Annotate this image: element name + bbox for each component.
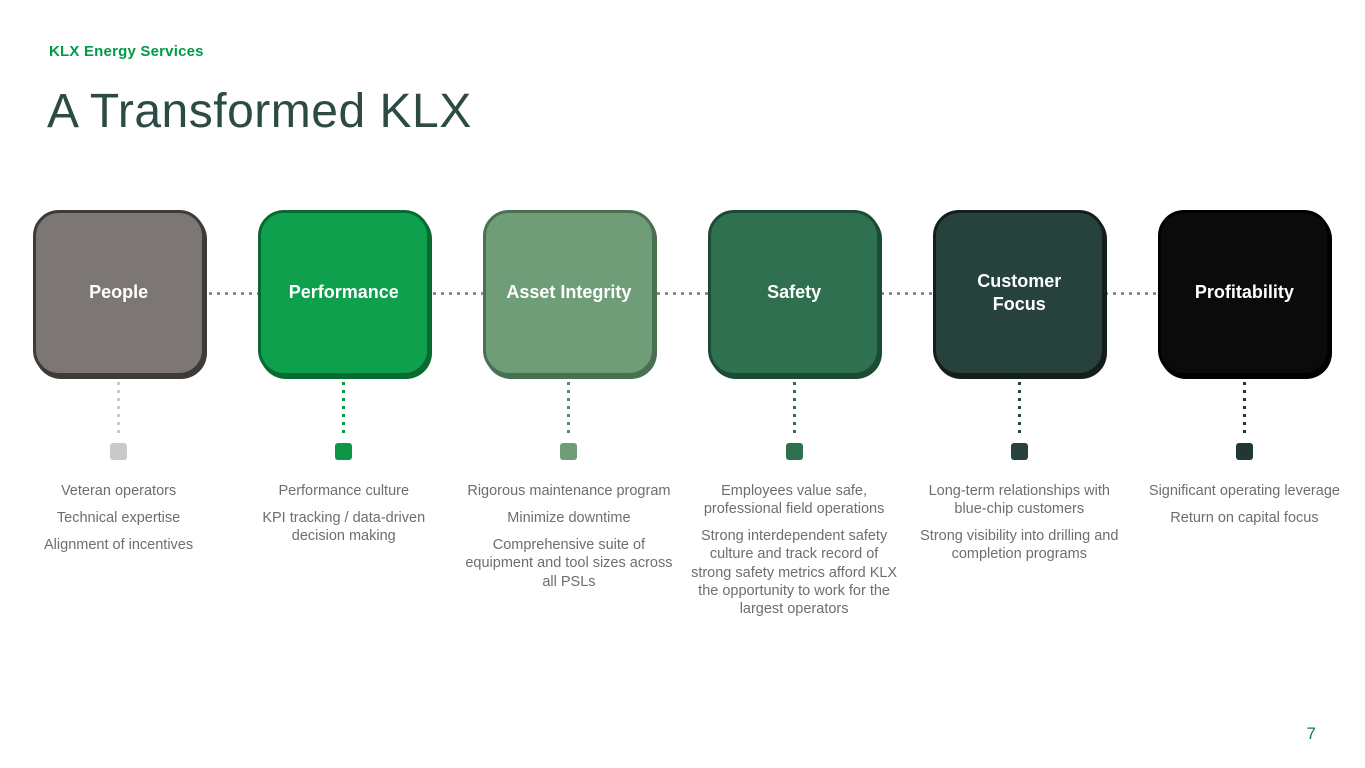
marker-square-people	[110, 443, 128, 460]
box-performance: Performance	[257, 210, 430, 376]
bullet-item: Strong interdependent safety culture and…	[691, 528, 898, 617]
bullet-item: KPI tracking / data-driven decision maki…	[262, 510, 426, 545]
marker-square-asset-integrity	[560, 443, 578, 460]
box-label-safety: Safety	[767, 282, 822, 303]
bullet-item: Strong visibility into drilling and comp…	[920, 528, 1119, 563]
dotted-drop-line-profitability	[1242, 382, 1246, 438]
page-number: 7	[1306, 724, 1316, 743]
marker-square-customer-focus	[1010, 443, 1028, 460]
box-label-performance: Performance	[288, 282, 399, 303]
dotted-drop-line-customer-focus	[1017, 382, 1021, 438]
bullet-item: Comprehensive suite of equipment and too…	[465, 537, 673, 590]
box-label-profitability: Profitability	[1194, 282, 1294, 303]
bullet-item: Long-term relationships with blue-chip c…	[928, 483, 1110, 518]
bullet-item: Technical expertise	[56, 510, 181, 527]
dotted-drop-line-safety	[792, 382, 796, 438]
dotted-drop-line-asset-integrity	[567, 382, 571, 438]
box-asset-integrity: Asset Integrity	[482, 210, 655, 376]
bullet-item: Performance culture	[278, 483, 410, 499]
page-title: A Transformed KLX	[47, 85, 472, 138]
bullets-safety: Employees value safe, professional field…	[688, 482, 900, 627]
bullet-item: Significant operating leverage	[1148, 483, 1340, 499]
box-label-customer-focus: Customer Focus	[977, 270, 1062, 314]
box-safety: Safety	[708, 210, 881, 376]
box-customer-focus: Customer Focus	[933, 210, 1106, 376]
box-label-people: People	[89, 282, 149, 303]
marker-square-safety	[785, 443, 803, 460]
box-people: People	[32, 210, 205, 376]
dotted-connector-line	[121, 292, 1242, 295]
box-profitability: Profitability	[1158, 210, 1331, 376]
marker-square-profitability	[1235, 443, 1253, 460]
bullet-item: Return on capital focus	[1170, 510, 1319, 527]
box-label-asset-integrity: Asset Integrity	[506, 282, 632, 303]
bullet-item: Employees value safe, professional field…	[703, 483, 885, 518]
bullet-item: Minimize downtime	[507, 510, 631, 527]
bullets-customer-focus: Long-term relationships with blue-chip c…	[913, 482, 1125, 573]
marker-square-performance	[335, 443, 353, 460]
brand-label: KLX Energy Services	[49, 43, 204, 60]
bullet-item: Rigorous maintenance program	[467, 483, 671, 499]
bullet-item: Veteran operators	[60, 483, 177, 499]
dotted-drop-line-people	[117, 382, 121, 438]
bullet-item: Alignment of incentives	[44, 537, 194, 554]
dotted-drop-line-performance	[342, 382, 346, 438]
